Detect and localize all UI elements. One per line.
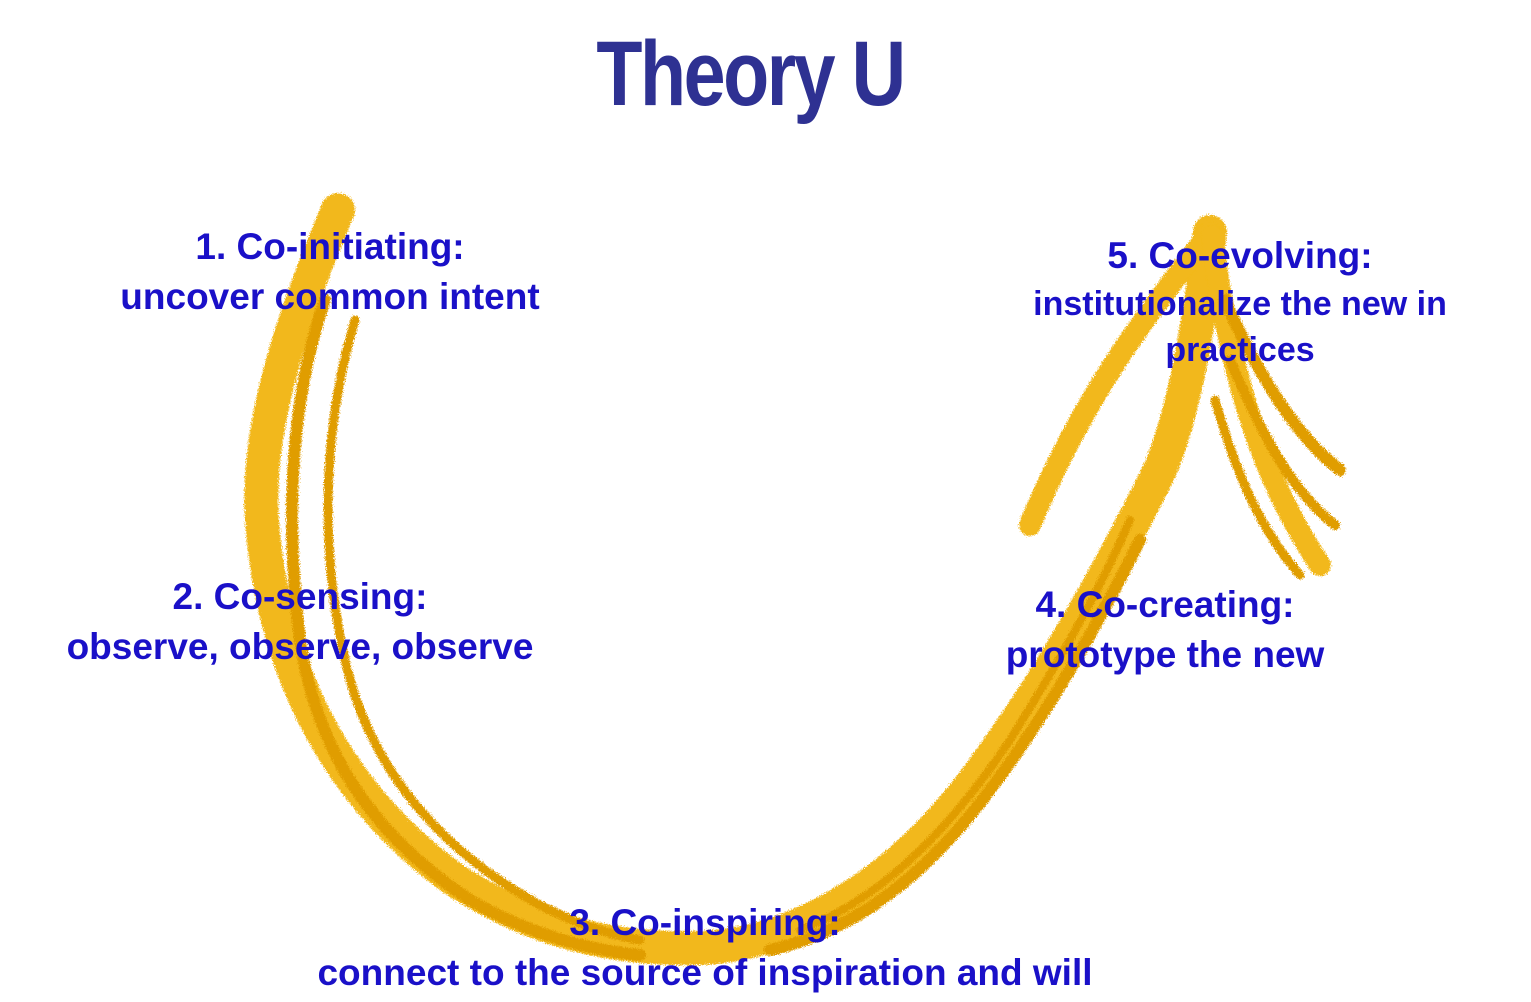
u-stroke-strand-d (796, 516, 1134, 934)
u-stroke-main (244, 193, 1227, 966)
step-heading: 1. Co-initiating: (195, 226, 465, 267)
step-description: uncover common intent (120, 276, 540, 317)
step-co-creating: 4. Co-creating: prototype the new (960, 580, 1370, 680)
arrowhead-left-barb (1019, 221, 1221, 536)
u-stroke-strand-c (764, 534, 1146, 956)
u-stroke-strand-b (323, 315, 645, 945)
step-co-evolving: 5. Co-evolving: institutionalize the new… (1000, 231, 1480, 373)
step-description-continued: practices (1165, 331, 1315, 369)
step-heading: 4. Co-creating: (1035, 584, 1295, 625)
step-description: prototype the new (1005, 634, 1325, 675)
u-stroke-strand-a (286, 294, 646, 961)
step-description: connect to the source of inspiration and… (317, 952, 1093, 993)
step-heading: 5. Co-evolving: (1107, 235, 1373, 276)
step-heading: 3. Co-inspiring: (569, 902, 841, 943)
page-title: Theory U (596, 23, 906, 125)
arrowhead-right-barb-2 (1219, 294, 1346, 476)
step-description: institutionalize the new in (1033, 285, 1447, 323)
arrowhead-right-barb-3 (1225, 355, 1340, 530)
arrowhead-right-barb-4 (1210, 395, 1305, 580)
step-heading: 2. Co-sensing: (172, 576, 428, 617)
step-description: observe, observe, observe (66, 626, 534, 667)
step-co-inspiring: 3. Co-inspiring: connect to the source o… (250, 898, 1160, 998)
step-co-sensing: 2. Co-sensing: observe, observe, observe (20, 572, 580, 672)
step-co-initiating: 1. Co-initiating: uncover common intent (80, 222, 580, 322)
